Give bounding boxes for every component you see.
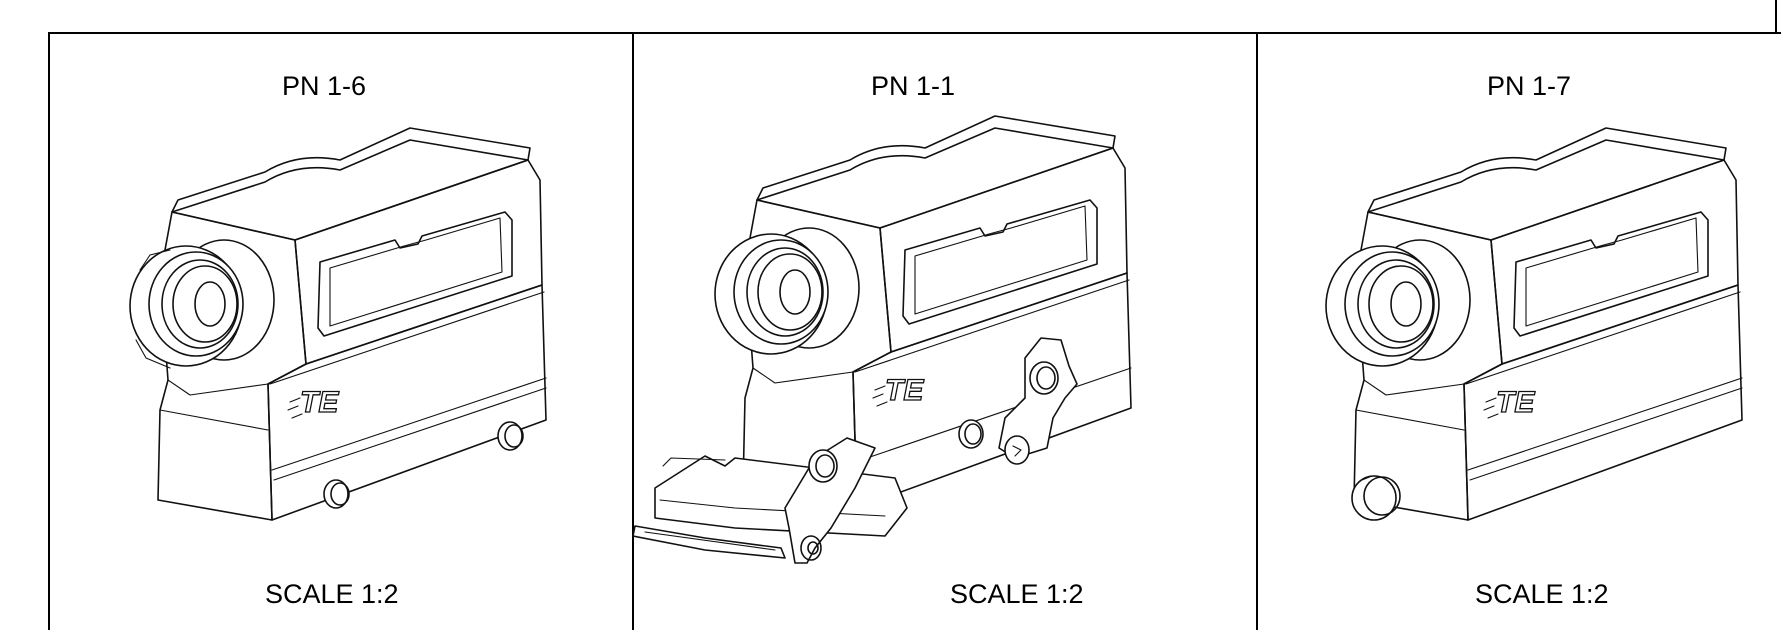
locking-lever-icon — [784, 437, 876, 564]
panel-scale-label: SCALE 1:2 — [1475, 579, 1609, 609]
panel-title: PN 1-7 — [1487, 71, 1572, 101]
panel-divider-1 — [632, 32, 634, 630]
panel-title: PN 1-1 — [871, 71, 956, 101]
panel-pn-1-6: PN 1-6 SCALE 1:2 — [49, 33, 632, 630]
panel-divider-2 — [1256, 32, 1258, 630]
locking-bracket — [654, 455, 908, 537]
hood-drawing-pn-1-7: TE — [1325, 127, 1743, 521]
panel-pn-1-7: PN 1-7 SCALE 1:2 — [1257, 33, 1775, 630]
hood-drawing-pn-1-1: TE — [632, 115, 1132, 564]
hood-drawing-pn-1-6: TE — [129, 127, 547, 521]
panel-scale-label: SCALE 1:2 — [265, 579, 399, 609]
panel-title: PN 1-6 — [282, 71, 367, 101]
te-logo: TE — [885, 374, 924, 407]
bolt-icon — [1351, 475, 1397, 521]
bolt-icon — [497, 421, 523, 451]
locking-lever-icon — [998, 337, 1078, 459]
panel-pn-1-1: PN 1-1 SCALE 1:2 — [633, 33, 1256, 630]
frame-top-border — [48, 32, 1781, 34]
te-logo: TE — [300, 386, 339, 419]
bolt-icon — [323, 479, 349, 509]
frame-right-tick — [1775, 0, 1777, 33]
panel-scale-label: SCALE 1:2 — [950, 579, 1084, 609]
te-logo: TE — [1496, 386, 1535, 419]
frame-left-border — [48, 32, 50, 630]
